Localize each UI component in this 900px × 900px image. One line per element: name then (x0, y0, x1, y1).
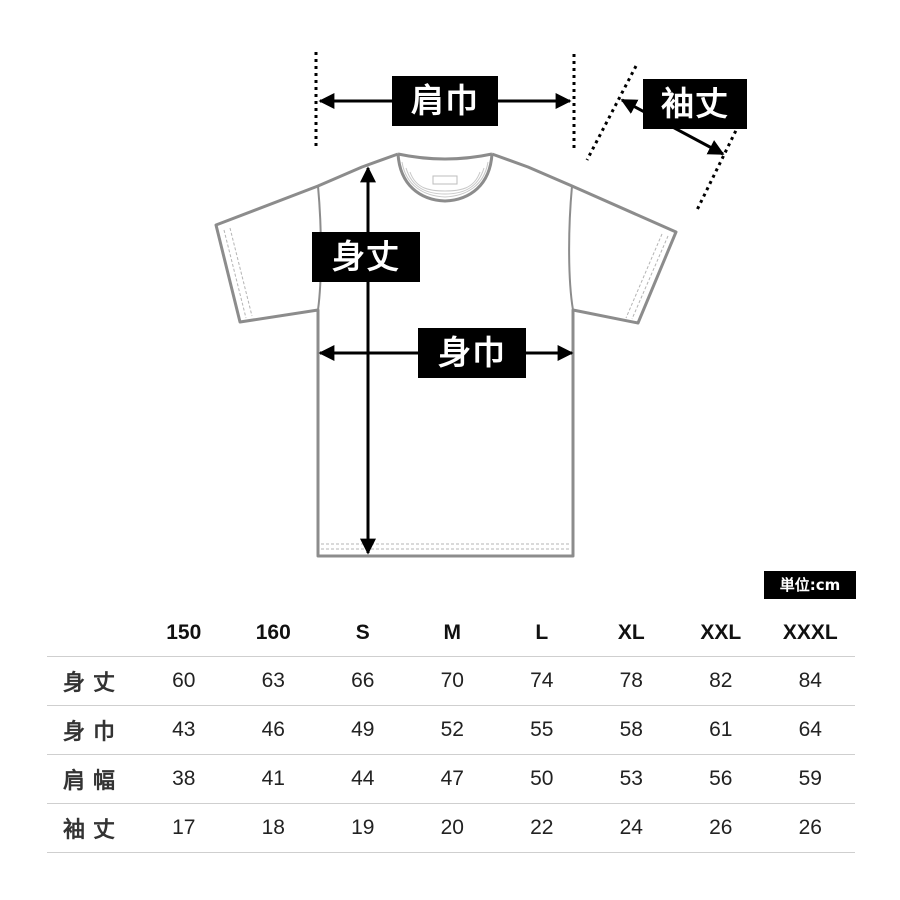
size-header: L (497, 610, 587, 657)
measurement-cell: 70 (407, 656, 497, 706)
measurement-cell: 78 (586, 656, 676, 706)
measurement-cell: 49 (318, 705, 408, 755)
unit-badge: 単位:cm (764, 571, 856, 599)
size-header: XXL (676, 610, 766, 657)
size-header: 160 (228, 610, 318, 657)
measurement-cell: 59 (765, 754, 855, 804)
measurement-cell: 55 (497, 705, 587, 755)
measurement-cell: 60 (139, 656, 229, 706)
measurement-cell: 56 (676, 754, 766, 804)
measurement-cell: 19 (318, 803, 408, 853)
body-width-label: 身巾 (418, 328, 526, 378)
measurement-cell: 17 (139, 803, 229, 853)
size-header: S (318, 610, 408, 657)
measurement-cell: 24 (586, 803, 676, 853)
measurement-cell: 41 (228, 754, 318, 804)
measure-arrows (318, 93, 725, 555)
measurement-cell: 63 (228, 656, 318, 706)
measurement-cell: 58 (586, 705, 676, 755)
row-label: 袖丈 (47, 803, 139, 853)
hem-stitching (223, 227, 669, 550)
measurement-cell: 82 (676, 656, 766, 706)
corner-cell (47, 610, 139, 657)
tshirt-diagram: 肩巾 袖丈 身丈 身巾 (214, 52, 747, 558)
measurement-cell: 18 (228, 803, 318, 853)
measurement-cell: 46 (228, 705, 318, 755)
measurement-cell: 84 (765, 656, 855, 706)
collar-ribbing (401, 161, 489, 198)
measurement-cell: 43 (139, 705, 229, 755)
shoulder-width-label: 肩巾 (392, 76, 498, 126)
size-header: 150 (139, 610, 229, 657)
measurement-cell: 64 (765, 705, 855, 755)
body-length-label: 身丈 (312, 232, 420, 282)
measurement-cell: 66 (318, 656, 408, 706)
row-label: 身巾 (47, 705, 139, 755)
row-label: 身丈 (47, 656, 139, 706)
measurement-cell: 38 (139, 754, 229, 804)
measurement-cell: 26 (765, 803, 855, 853)
measurement-cell: 61 (676, 705, 766, 755)
measurement-cell: 50 (497, 754, 587, 804)
size-header: XXXL (765, 610, 855, 657)
measurement-cell: 74 (497, 656, 587, 706)
measurement-cell: 22 (497, 803, 587, 853)
measurement-cell: 44 (318, 754, 408, 804)
measurement-cell: 20 (407, 803, 497, 853)
sleeve-length-label: 袖丈 (643, 79, 747, 129)
tshirt-outline (214, 152, 678, 558)
size-header: M (407, 610, 497, 657)
measurement-cell: 47 (407, 754, 497, 804)
size-header: XL (586, 610, 676, 657)
neck-tag (432, 175, 458, 185)
measurement-cell: 53 (586, 754, 676, 804)
measurement-cell: 52 (407, 705, 497, 755)
measurement-cell: 26 (676, 803, 766, 853)
shoulder-guides (314, 52, 576, 152)
row-label: 肩幅 (47, 754, 139, 804)
